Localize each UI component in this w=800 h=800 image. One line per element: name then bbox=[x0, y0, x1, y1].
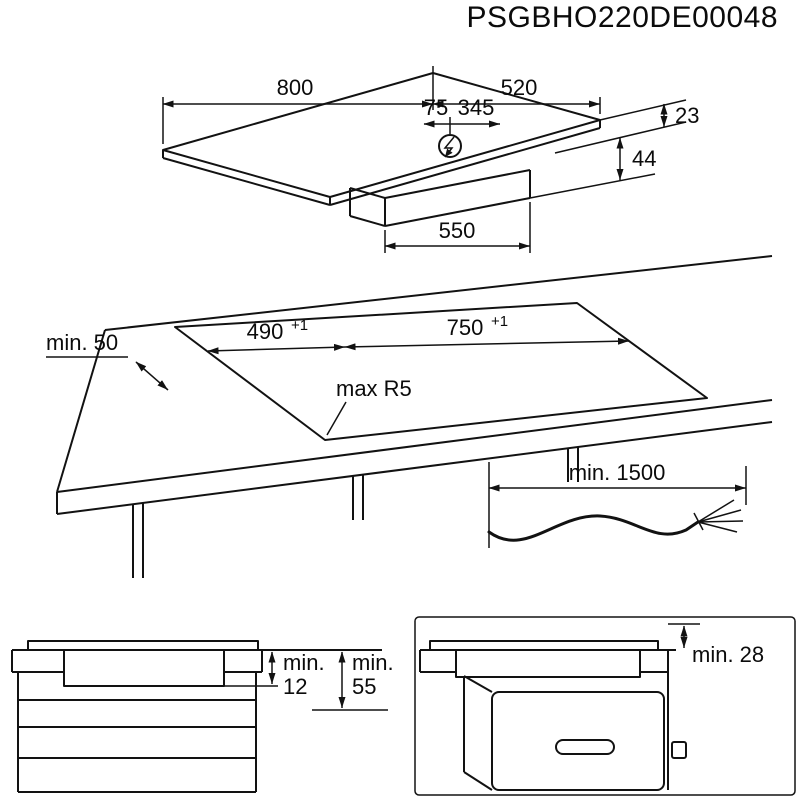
hob-perspective-view: 800 520 75 345 23 44 bbox=[162, 66, 699, 253]
dim-clearance-to-oven: min. 28 bbox=[668, 623, 764, 667]
oven-side-view: min. 28 bbox=[414, 616, 796, 796]
cutout-width-tolerance: +1 bbox=[491, 313, 508, 330]
oven-top-edge bbox=[463, 675, 493, 693]
casing-bottom-edge bbox=[384, 197, 531, 227]
oven-front bbox=[491, 691, 665, 791]
casing-edge bbox=[349, 215, 386, 227]
cutout-opening bbox=[174, 302, 708, 441]
model-number: PSGBHO220DE00048 bbox=[466, 1, 778, 34]
cable-length-label: min. 1500 bbox=[569, 460, 666, 485]
dim-cutout-width: 750 +1 bbox=[344, 313, 630, 351]
lightning-bolt-icon bbox=[443, 136, 455, 158]
dim-clearance-to-shelf: min. 55 bbox=[312, 650, 394, 711]
dim-height-above-worktop: 23 bbox=[660, 103, 699, 128]
mains-cable bbox=[487, 514, 700, 542]
height-below-label: 44 bbox=[632, 146, 656, 171]
clearance-oven-label: min. 28 bbox=[692, 642, 764, 667]
dimension-line bbox=[344, 337, 630, 351]
hob-casing bbox=[349, 169, 531, 227]
oven-knob bbox=[671, 741, 687, 759]
dim-hob-width: 800 bbox=[162, 66, 434, 144]
dimension-line bbox=[207, 343, 346, 355]
casing-bottom-reference-line bbox=[529, 173, 656, 199]
dimension-line bbox=[135, 361, 169, 391]
oven-handle bbox=[555, 739, 615, 755]
cable-wire bbox=[697, 520, 744, 523]
dim-cutout-depth: 490 +1 bbox=[207, 317, 346, 355]
oven-bottom-edge bbox=[463, 771, 493, 791]
cable-wire bbox=[697, 509, 742, 523]
dim-side-clearance: min. 50 bbox=[46, 330, 169, 391]
side-clearance-label: min. 50 bbox=[46, 330, 118, 355]
casing-edge bbox=[349, 187, 386, 199]
dim-height-below-worktop: 44 bbox=[616, 137, 656, 180]
corner-radius-label: max R5 bbox=[336, 376, 412, 401]
clearance-shelf-prefix: min. bbox=[352, 650, 394, 675]
hob-casing-box bbox=[63, 649, 225, 687]
connection-offset-a-label: 75 bbox=[424, 95, 448, 120]
height-above-label: 23 bbox=[675, 103, 699, 128]
casing-edge bbox=[384, 169, 531, 199]
casing-width-label: 550 bbox=[439, 218, 476, 243]
worktop-front-edge bbox=[56, 399, 773, 493]
dim-power-connection: 75 345 bbox=[423, 95, 500, 158]
glass-bottom-edge bbox=[162, 157, 331, 206]
cable-wire bbox=[697, 521, 738, 533]
dim-corner-radius: max R5 bbox=[326, 376, 412, 436]
clearance-below-prefix: min. bbox=[283, 650, 325, 675]
dim-casing-width: 550 bbox=[384, 202, 531, 253]
cutout-depth-label: 490 bbox=[247, 319, 284, 344]
hob-glass-panel bbox=[429, 640, 659, 651]
dim-hob-depth: 520 bbox=[432, 75, 601, 114]
glass-top-reference-line bbox=[599, 99, 687, 121]
hob-casing-box bbox=[455, 649, 641, 678]
cabinet-side-view: min. 12 min. 55 bbox=[11, 640, 394, 793]
dim-clearance-below-hob: min. 12 bbox=[224, 650, 325, 699]
connection-offset-b-label: 345 bbox=[458, 95, 495, 120]
detail-frame bbox=[414, 616, 796, 796]
clearance-shelf-value: 55 bbox=[352, 674, 376, 699]
cutout-depth-tolerance: +1 bbox=[291, 317, 308, 334]
clearance-below-value: 12 bbox=[283, 674, 307, 699]
cutout-width-label: 750 bbox=[447, 315, 484, 340]
cable-length-detail: min. 1500 bbox=[487, 460, 747, 548]
worktop-back-edge bbox=[104, 255, 773, 331]
circle bbox=[438, 134, 462, 158]
hob-depth-label: 520 bbox=[501, 75, 538, 100]
hob-glass-panel bbox=[27, 640, 259, 651]
leader-line bbox=[326, 401, 347, 436]
glass-bottom-edge bbox=[329, 127, 601, 206]
power-connection-symbol bbox=[438, 134, 462, 158]
worktop-thickness-edge bbox=[56, 421, 773, 515]
worktop-cutout-view: min. 50 490 +1 750 +1 max R5 bbox=[46, 255, 773, 578]
hob-width-label: 800 bbox=[277, 75, 314, 100]
cable-wire bbox=[697, 499, 735, 523]
